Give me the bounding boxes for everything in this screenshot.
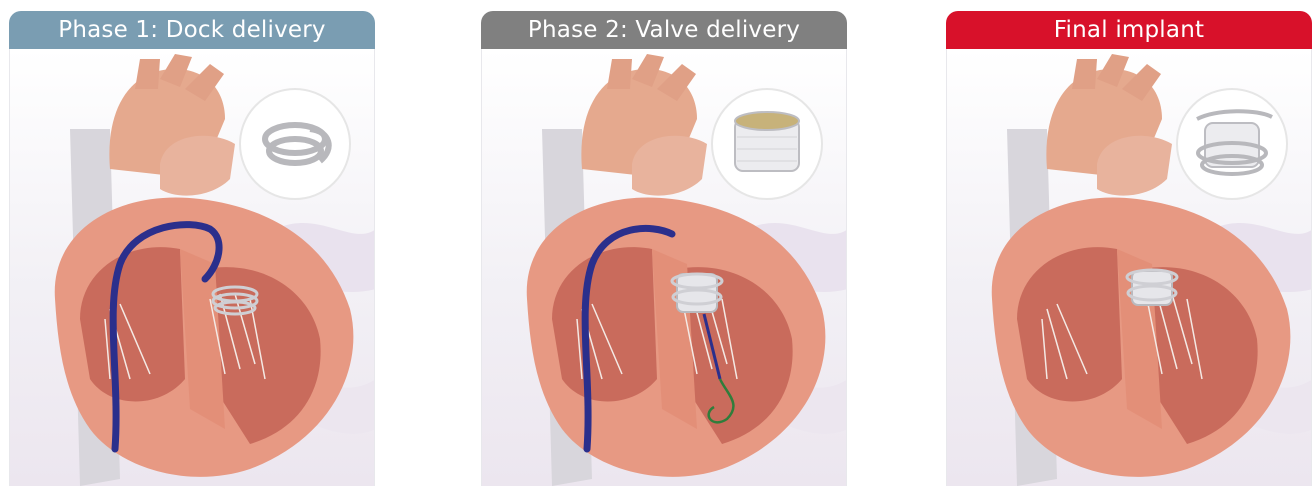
heart-illustration xyxy=(10,49,375,486)
heart-illustration xyxy=(482,49,847,486)
panel-title: Final implant xyxy=(1054,17,1204,43)
panel-dock-delivery: Phase 1: Dock delivery xyxy=(9,11,375,486)
illustration-area xyxy=(481,49,847,486)
panel-header: Phase 1: Dock delivery xyxy=(9,11,375,49)
panel-header: Phase 2: Valve delivery xyxy=(481,11,847,49)
panel-header: Final implant xyxy=(946,11,1312,49)
panel-title: Phase 1: Dock delivery xyxy=(58,17,326,43)
panel-title: Phase 2: Valve delivery xyxy=(528,17,800,43)
panel-final-implant: Final implant xyxy=(946,11,1312,486)
panel-valve-delivery: Phase 2: Valve delivery xyxy=(481,11,847,486)
illustration-area xyxy=(946,49,1312,486)
illustration-area xyxy=(9,49,375,486)
heart-illustration xyxy=(947,49,1312,486)
